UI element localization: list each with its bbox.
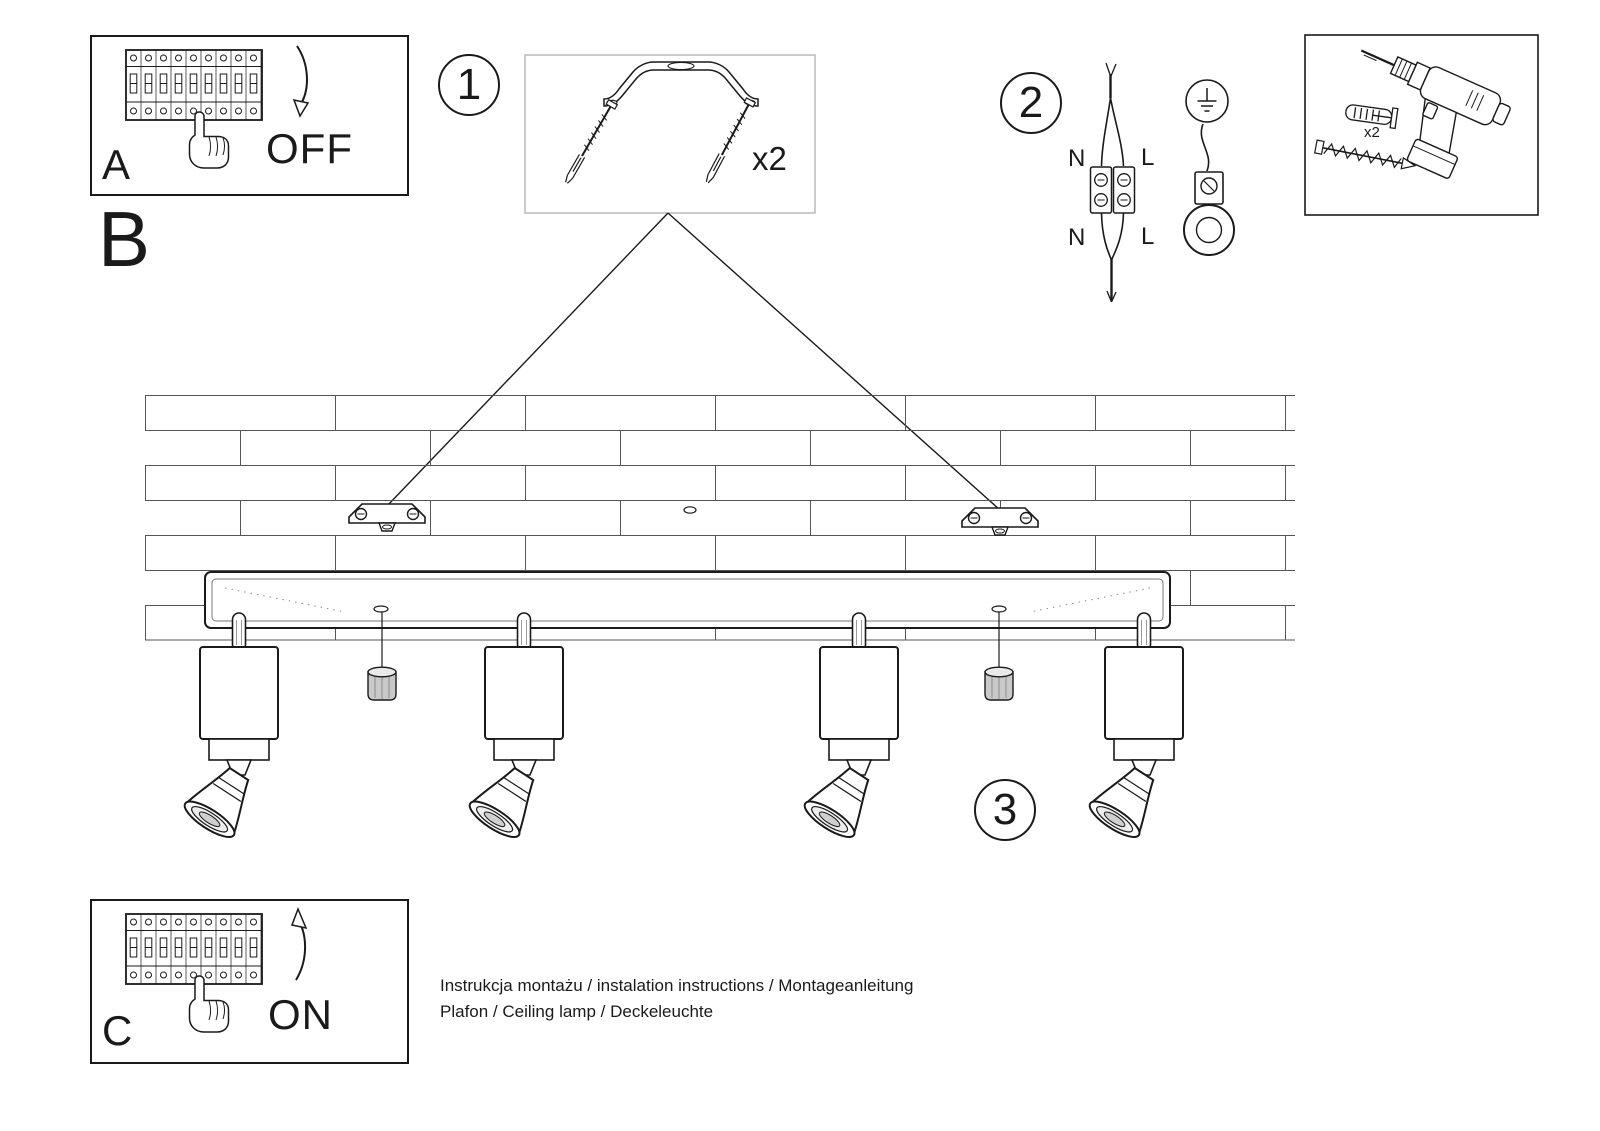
- lamp-head-2: [464, 646, 564, 845]
- tools-box: [1304, 34, 1539, 216]
- section-c-panel: [90, 899, 409, 1064]
- parts-box: [524, 54, 816, 214]
- wiring-diagram-drawing: [1089, 62, 1136, 303]
- wiring-neutral-top-label: N: [1068, 145, 1086, 172]
- rail-hole-left: [373, 605, 389, 613]
- lamp-head-4: [1084, 646, 1184, 845]
- wiring-live-bottom-label: L: [1141, 223, 1155, 250]
- footer-line-2: Plafon / Ceiling lamp / Deckeleuchte: [440, 1002, 714, 1021]
- wall-plug-icon: [1345, 104, 1399, 130]
- wiring-live-top-label: L: [1141, 144, 1155, 171]
- pivot-pins: [231, 612, 1152, 652]
- tools-quantity-label: x2: [1364, 124, 1380, 141]
- step-1-marker: 1: [438, 54, 500, 116]
- section-c-label: C: [102, 1007, 133, 1054]
- breaker-off-label: OFF: [266, 125, 353, 172]
- arrow-down-icon: [296, 45, 308, 105]
- step-2-marker: 2: [1000, 72, 1062, 134]
- wiring-neutral-bottom-label: N: [1068, 224, 1086, 251]
- wall-hole: [683, 506, 697, 514]
- section-a-label: A: [102, 141, 131, 188]
- footer-line-1: Instrukcja montażu / instalation instruc…: [440, 976, 914, 995]
- earth-connection-drawing: [1183, 79, 1235, 256]
- adjustment-knob-right: [984, 666, 1014, 701]
- parts-quantity-label: x2: [752, 140, 787, 177]
- section-a-panel: [90, 35, 409, 196]
- drill-icon: [1360, 49, 1511, 179]
- section-b-label: B: [98, 195, 151, 283]
- lamp-head-3: [799, 646, 899, 845]
- rail-hole-right: [991, 605, 1007, 613]
- lamp-rail: [204, 571, 1171, 629]
- breaker-panel-icon: [126, 50, 262, 120]
- breaker-on-label: ON: [268, 991, 333, 1038]
- screw-icon: [1313, 139, 1417, 170]
- lamp-head-1: [179, 646, 279, 845]
- adjustment-knob-left: [367, 666, 397, 701]
- step-3-marker: 3: [974, 779, 1036, 841]
- breaker-panel-icon: [126, 914, 262, 984]
